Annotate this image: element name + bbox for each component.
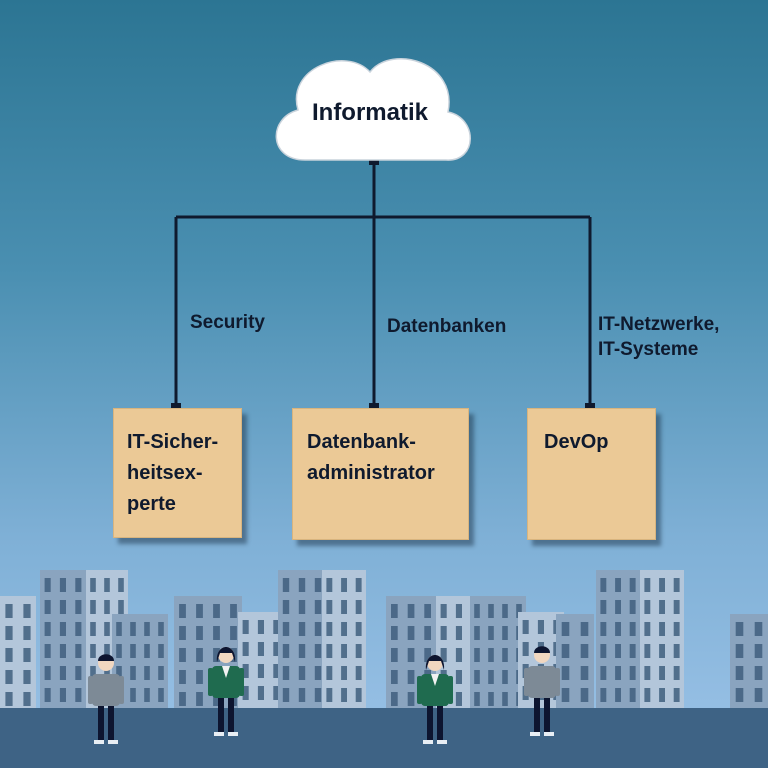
node-it-sicherheitsexperte: IT-Sicher- heitsex- perte (113, 408, 242, 538)
node-label-line: DevOp (544, 431, 609, 453)
edge-label-netzwerke: IT-Netzwerke, IT-Systeme (598, 313, 719, 362)
connector-cap (171, 403, 181, 408)
node-label-line: IT-Sicher- (127, 431, 219, 453)
building-icon (40, 570, 86, 710)
edge-label-datenbanken: Datenbanken (387, 315, 506, 340)
person-icon (88, 654, 124, 744)
node-label: Datenbank- administrator (307, 427, 435, 489)
building-icon (470, 596, 526, 710)
ground (0, 708, 768, 768)
building-icon (322, 570, 366, 710)
people (88, 646, 560, 744)
connector-cap (585, 403, 595, 408)
connectors (171, 160, 595, 408)
person-icon (417, 655, 453, 744)
edge-label-line: Security (190, 312, 265, 333)
building-icon (730, 614, 768, 710)
node-devop: DevOp (527, 408, 656, 540)
edge-label-line: IT-Systeme (598, 338, 699, 360)
node-datenbankadministrator: Datenbank- administrator (292, 408, 469, 540)
person-icon (208, 647, 244, 736)
connector-cap (369, 160, 379, 165)
building-icon (556, 614, 594, 710)
cloud-icon (275, 58, 471, 161)
person-icon (524, 646, 560, 736)
building-icon (640, 570, 684, 710)
building-icon (0, 596, 36, 710)
edge-label-line: IT-Netzwerke, (598, 314, 720, 335)
connector-cap (369, 403, 379, 408)
edge-label-line: Datenbanken (387, 316, 507, 337)
root-node-informatik: Informatik (311, 99, 428, 126)
building-icon (278, 570, 326, 710)
edge-label-security: Security (190, 311, 265, 336)
building-icon (112, 614, 168, 710)
node-label-line: perte (127, 493, 176, 515)
node-label-line: heitsex- (127, 462, 203, 484)
building-icon (596, 570, 640, 710)
building-icon (238, 612, 284, 710)
node-label: IT-Sicher- heitsex- perte (127, 427, 218, 520)
node-label-line: administrator (307, 462, 435, 484)
node-label-line: Datenbank- (307, 431, 416, 453)
node-label: DevOp (544, 427, 608, 458)
